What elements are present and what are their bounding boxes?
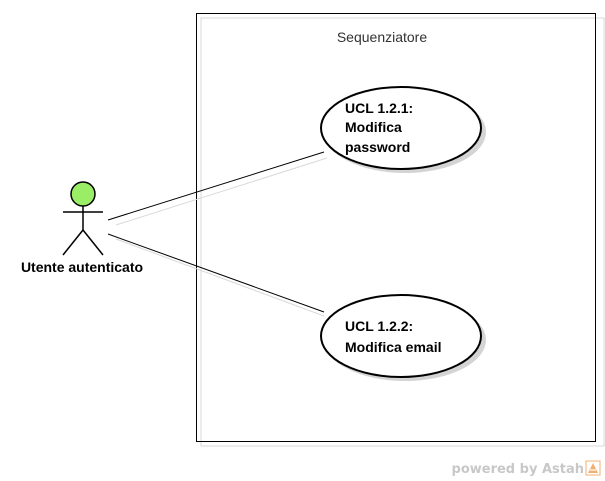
astah-logo-icon bbox=[585, 460, 601, 476]
association-line-1[interactable] bbox=[107, 151, 325, 221]
association-line-1-shadow bbox=[115, 157, 328, 226]
association-line-2-shadow bbox=[115, 238, 325, 317]
use-case-label: Modifica email bbox=[345, 339, 441, 355]
actor-figure-icon bbox=[62, 181, 104, 256]
use-case-label: UCL 1.2.1: bbox=[345, 100, 413, 116]
use-case-label: UCL 1.2.2: bbox=[345, 318, 413, 334]
system-boundary[interactable]: Sequenziatore bbox=[196, 13, 605, 447]
actor-head bbox=[70, 181, 96, 207]
use-case-ellipse bbox=[320, 294, 482, 378]
actor-utente-autenticato[interactable]: Utente autenticato bbox=[21, 181, 143, 275]
watermark-text: powered by Astah bbox=[452, 462, 584, 477]
astah-watermark: powered by Astah bbox=[452, 460, 601, 477]
use-case-label: Modifica bbox=[345, 119, 402, 135]
associations bbox=[107, 151, 328, 317]
system-title: Sequenziatore bbox=[337, 29, 428, 45]
use-case-label: password bbox=[345, 139, 410, 155]
use-case-ellipse bbox=[320, 86, 482, 170]
use-case-modifica-password[interactable]: UCL 1.2.1: Modifica password bbox=[320, 86, 486, 173]
use-case-modifica-email[interactable]: UCL 1.2.2: Modifica email bbox=[320, 294, 486, 381]
association-line-2[interactable] bbox=[107, 233, 325, 313]
actor-label: Utente autenticato bbox=[21, 259, 143, 275]
system-boundary-frame bbox=[196, 13, 596, 442]
system-boundary-shadow bbox=[200, 17, 605, 447]
